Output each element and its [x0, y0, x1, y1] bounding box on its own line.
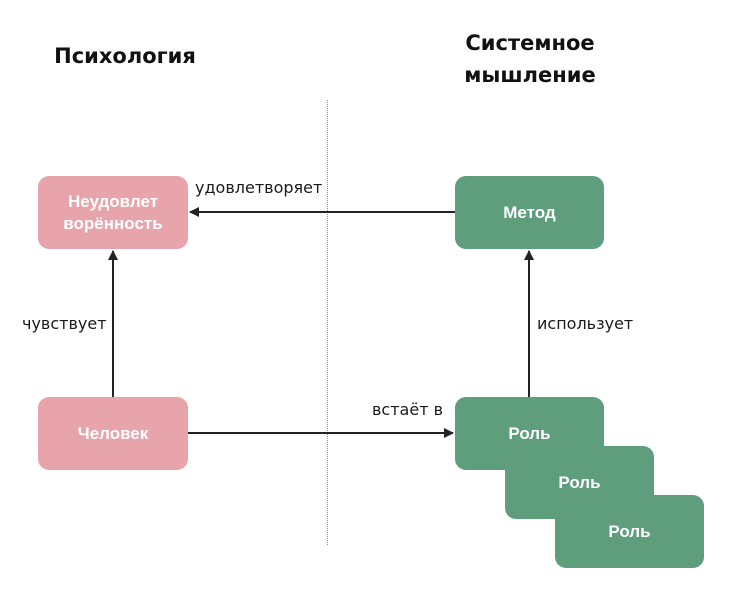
edge-label-satisfies: удовлетворяет	[195, 178, 323, 197]
heading-psychology: Психология	[54, 44, 196, 68]
heading-systems-thinking-line2: мышление	[464, 63, 596, 87]
node-unsatisfaction-label: Неудовлет ворённость	[63, 191, 163, 233]
edge-label-feels: чувствует	[22, 314, 107, 333]
heading-systems-thinking: Системное мышление	[440, 27, 620, 91]
node-person: Человек	[38, 397, 188, 470]
node-role-front: Роль	[455, 397, 604, 470]
node-method-label: Метод	[503, 202, 556, 222]
column-divider	[327, 100, 328, 545]
edge-label-becomes: встаёт в	[372, 400, 444, 419]
edge-label-uses: использует	[537, 314, 634, 333]
node-unsatisfaction: Неудовлет ворённость	[38, 176, 188, 249]
node-role-middle-label: Роль	[558, 472, 601, 492]
node-person-label: Человек	[77, 423, 149, 443]
node-method: Метод	[455, 176, 604, 249]
node-role-back-label: Роль	[608, 521, 651, 541]
heading-systems-thinking-line1: Системное	[465, 31, 595, 55]
node-role-front-label: Роль	[508, 423, 551, 443]
